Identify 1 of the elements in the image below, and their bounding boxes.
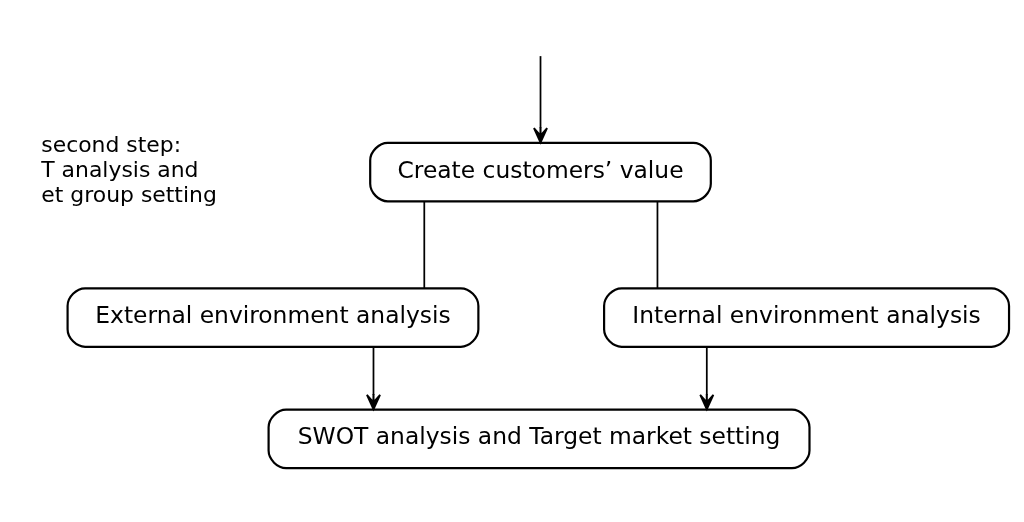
label: second step: T analysis and et group setting <box>41 131 217 207</box>
